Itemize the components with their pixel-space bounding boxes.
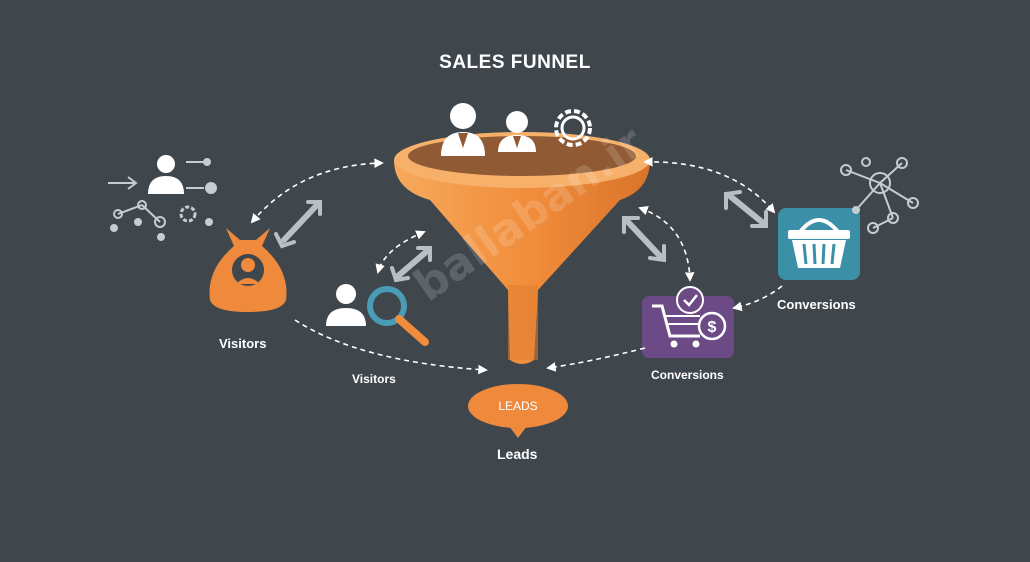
svg-text:$: $: [708, 319, 717, 336]
leads-badge: [468, 384, 568, 438]
shopping-cart-dollar-icon: $: [642, 286, 734, 358]
person-magnifier-icon: [326, 284, 429, 346]
conversions-label-right: Conversions: [777, 297, 856, 312]
network-icon-left: [108, 155, 217, 241]
leads-label: Leads: [497, 446, 538, 462]
visitors-label-left: Visitors: [219, 336, 267, 351]
network-icon-right: [840, 157, 919, 234]
visitors-label-middle: Visitors: [352, 372, 396, 386]
double-arrows: [274, 190, 768, 283]
gear-icon: [554, 109, 592, 147]
diagram-title: SALES FUNNEL: [439, 52, 591, 73]
flow-arrows: [250, 157, 783, 375]
money-bag-person-icon: [209, 228, 287, 312]
leads-badge-label: LEADS: [498, 399, 538, 413]
shopping-basket-icon: [778, 208, 860, 280]
conversions-label-middle: Conversions: [651, 368, 724, 382]
people-icon: [441, 103, 536, 156]
